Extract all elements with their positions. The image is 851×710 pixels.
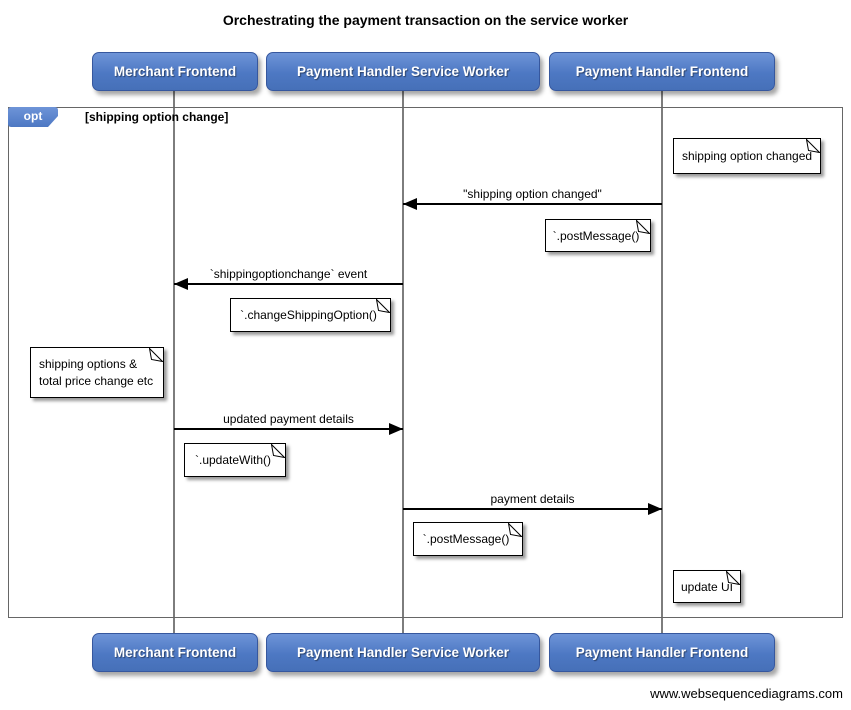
message-label: updated payment details xyxy=(223,412,354,426)
note-text: update UI xyxy=(680,579,734,594)
note-text: `.postMessage()` xyxy=(422,532,514,546)
actor-box-payment-handler-service-worker-top: Payment Handler Service Worker xyxy=(266,52,540,91)
note-text: `.changeShippingOption()` xyxy=(240,308,381,322)
diagram-title: Orchestrating the payment transaction on… xyxy=(222,12,629,28)
message-updated-payment-details: updated payment details xyxy=(174,412,403,435)
note-postmessage-2: `.postMessage()` xyxy=(413,522,523,556)
note-fold-icon xyxy=(149,348,163,362)
note-update-ui: update UI xyxy=(673,570,741,603)
note-postmessage-1: `.postMessage()` xyxy=(545,219,651,252)
note-fold-icon xyxy=(508,523,522,537)
note-text: shipping option changed xyxy=(681,149,813,163)
note-fold-icon xyxy=(726,571,740,585)
note-text: shipping options & total price change et… xyxy=(39,356,153,390)
actor-box-merchant-frontend-top: Merchant Frontend xyxy=(92,52,258,91)
note-shipping-options-total-price: shipping options & total price change et… xyxy=(30,347,164,398)
message-shippingoptionchange-event: `shippingoptionchange` event xyxy=(174,267,403,290)
actor-box-payment-handler-frontend-top: Payment Handler Frontend xyxy=(549,52,775,91)
actor-box-payment-handler-service-worker-bottom: Payment Handler Service Worker xyxy=(266,633,540,672)
note-text: `.postMessage()` xyxy=(552,228,644,243)
actor-label-payment-handler-service-worker: Payment Handler Service Worker xyxy=(296,645,510,660)
note-fold-icon xyxy=(636,220,650,234)
actor-label-payment-handler-service-worker: Payment Handler Service Worker xyxy=(296,64,510,79)
actor-label-payment-handler-frontend: Payment Handler Frontend xyxy=(575,645,749,660)
note-updatewith: `.updateWith()` xyxy=(184,443,286,477)
actor-label-merchant-frontend: Merchant Frontend xyxy=(113,64,237,79)
message-arrow-right xyxy=(174,423,403,435)
actor-box-merchant-frontend-bottom: Merchant Frontend xyxy=(92,633,258,672)
note-line-2: total price change etc xyxy=(39,373,154,388)
actor-box-payment-handler-frontend-bottom: Payment Handler Frontend xyxy=(549,633,775,672)
lifeline-payment-handler-frontend xyxy=(661,91,663,633)
opt-fragment-guard: [shipping option change] xyxy=(85,110,229,124)
message-label: payment details xyxy=(490,492,575,506)
note-fold-icon xyxy=(271,444,285,458)
lifeline-payment-handler-service-worker xyxy=(402,91,404,633)
actor-label-merchant-frontend: Merchant Frontend xyxy=(113,645,237,660)
opt-fragment-frame xyxy=(8,107,843,618)
note-text: `.updateWith()` xyxy=(194,453,276,467)
message-arrow-left xyxy=(403,198,662,210)
note-fold-icon xyxy=(376,299,390,313)
lifeline-merchant-frontend xyxy=(173,91,175,633)
note-fold-icon xyxy=(806,139,820,153)
message-arrow-left xyxy=(174,278,403,290)
actor-label-payment-handler-frontend: Payment Handler Frontend xyxy=(575,64,749,79)
watermark-websequencediagrams: www.websequencediagrams.com xyxy=(650,686,843,701)
opt-fragment-operator-tab: opt xyxy=(8,107,58,127)
message-label: `shippingoptionchange` event xyxy=(209,267,368,281)
message-arrow-right xyxy=(403,503,662,515)
message-label: "shipping option changed" xyxy=(463,187,602,201)
note-changeshippingoption: `.changeShippingOption()` xyxy=(230,298,391,332)
note-shipping-option-changed: shipping option changed xyxy=(673,138,821,174)
message-payment-details: payment details xyxy=(403,492,662,515)
note-line-1: shipping options & xyxy=(39,356,138,371)
message-shipping-option-changed: "shipping option changed" xyxy=(403,187,662,210)
